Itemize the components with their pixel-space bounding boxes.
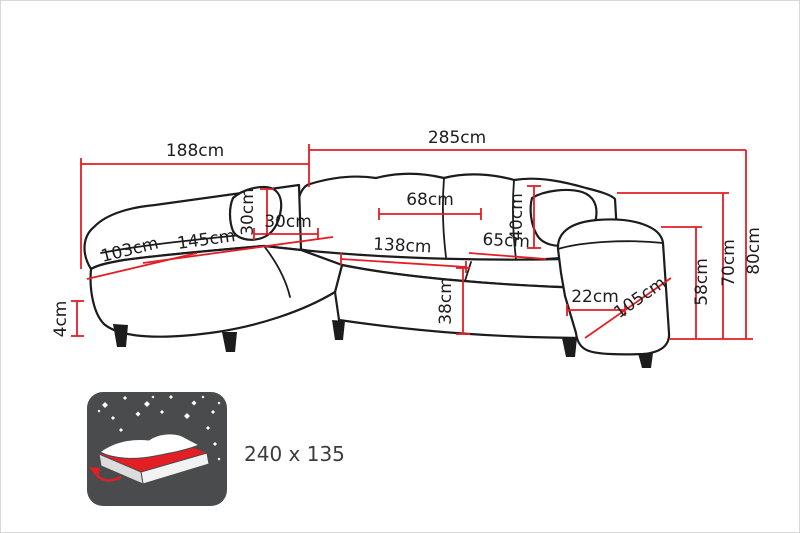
dimension-label-30-height: 30cm	[238, 188, 258, 236]
unfold-arrow-head	[89, 467, 100, 478]
dimension-label-188: 188cm	[166, 141, 224, 161]
left-pillow	[228, 185, 283, 241]
sofa-leg	[222, 332, 237, 352]
dimension-label-30-width: 30cm	[264, 212, 312, 232]
dimension-label-22: 22cm	[571, 287, 619, 307]
sofa-drawing	[83, 172, 671, 368]
dimension-80: 80cm	[744, 150, 764, 339]
dimension-label-80: 80cm	[744, 227, 764, 275]
dimension-label-70: 70cm	[719, 239, 739, 287]
dimension-label-40: 40cm	[507, 193, 527, 241]
sleeping-area-size-label: 240 x 135	[244, 442, 345, 466]
dimension-68: 68cm	[378, 190, 482, 220]
dimension-line	[142, 236, 334, 264]
dimension-22: 22cm	[566, 287, 626, 316]
dimension-label-38: 38cm	[436, 277, 456, 325]
dimension-label-68: 68cm	[406, 190, 454, 210]
dimension-4: 4cm	[51, 300, 84, 338]
dimension-label-138: 138cm	[373, 234, 432, 257]
sofa-leg	[562, 338, 577, 357]
dimension-line	[340, 258, 467, 268]
bed-icon	[89, 433, 210, 485]
sofa-leg	[113, 324, 128, 347]
chaise-seam	[263, 245, 291, 298]
dimension-38: 38cm	[436, 267, 470, 335]
dimension-30-vertical: 30cm	[238, 188, 274, 236]
backrest-seam	[442, 177, 447, 258]
dimension-label-285: 285cm	[428, 128, 486, 148]
dimension-65: 65cm	[468, 230, 547, 260]
sofa-leg	[332, 320, 345, 340]
sofa-leg	[638, 353, 653, 368]
dimension-285: 285cm	[309, 128, 746, 151]
dimension-30-horizontal: 30cm	[253, 212, 319, 240]
right-armrest-top-edge	[557, 240, 664, 250]
dimension-label-4: 4cm	[51, 301, 71, 338]
dimension-label-65: 65cm	[482, 230, 531, 252]
dimension-188: 188cm	[80, 141, 310, 269]
bed-frame-side	[98, 453, 144, 485]
sleeping-function: 240 x 135	[87, 392, 345, 506]
dimension-label-58: 58cm	[692, 258, 712, 306]
dimension-58: 58cm	[661, 226, 753, 340]
backrest-seam	[512, 179, 517, 260]
dimension-line	[584, 277, 672, 339]
blanket	[99, 433, 201, 459]
right-armrest	[556, 218, 671, 356]
dimension-40: 40cm	[507, 185, 541, 249]
dimension-138: 138cm	[340, 234, 467, 273]
dimension-70: 70cm	[617, 192, 739, 339]
dimension-line	[468, 252, 547, 260]
